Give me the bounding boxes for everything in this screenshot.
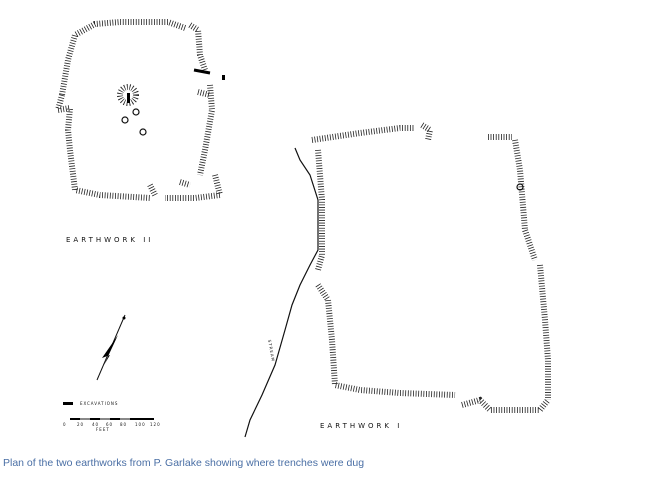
mound [117,84,139,106]
svg-text:20: 20 [77,422,84,427]
earthwork-2-label: EARTHWORK II [66,236,153,244]
stream-label: STREAM [267,339,276,362]
excavation-swatch [63,402,73,405]
scale-bar: 0 20 40 60 80 100 120 FEET [63,418,161,432]
svg-text:80: 80 [120,422,127,427]
earthwork-1-label: EARTHWORK I [320,422,402,430]
earthwork-2-plan: EARTHWORK II [53,19,225,244]
feet-label: FEET [96,427,110,432]
svg-text:60: 60 [106,422,113,427]
excavations-label: EXCAVATIONS [80,401,118,406]
svg-text:40: 40 [92,422,99,427]
excavation-trench [193,68,211,75]
north-arrow [96,314,126,381]
legend: EXCAVATIONS 0 20 40 60 80 100 120 FEET [63,401,161,432]
figure-caption: Plan of the two earthworks from P. Garla… [3,457,365,469]
earthwork-1-plan: STREAM EARTHWORK I [244,122,551,438]
svg-text:120: 120 [150,422,161,427]
stream [244,147,319,438]
svg-text:100: 100 [135,422,146,427]
svg-text:0: 0 [63,422,67,427]
excavation-trench [222,75,225,80]
